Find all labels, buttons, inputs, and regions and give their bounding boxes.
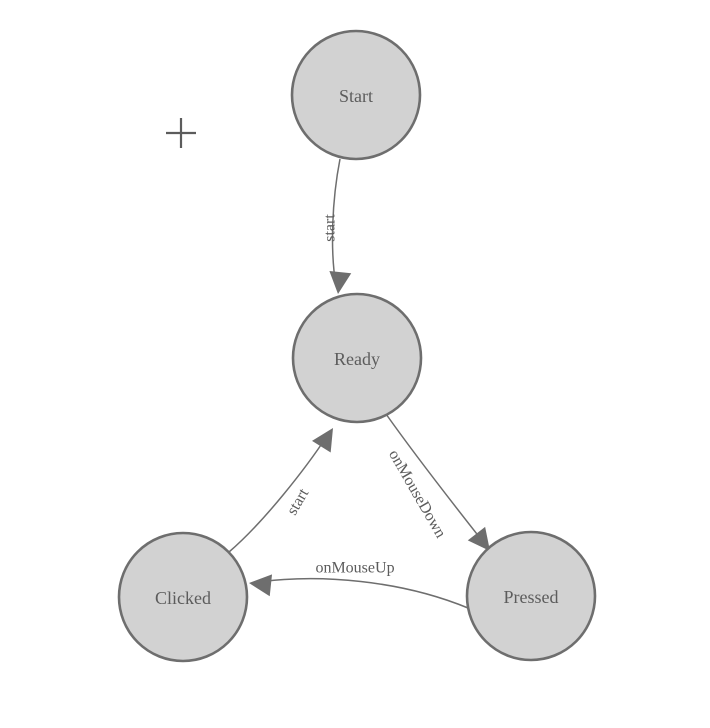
edge-label: start [322, 214, 339, 242]
node-label: Start [339, 86, 373, 106]
edge-label: onMouseUp [315, 560, 394, 577]
arrowhead-icon [329, 270, 352, 294]
arrowhead-icon [467, 526, 490, 551]
node-label: Pressed [504, 587, 559, 607]
edge-clicked-to-ready[interactable]: start [228, 422, 342, 553]
edge-pressed-to-clicked[interactable]: onMouseUp [248, 560, 469, 609]
node-clicked[interactable]: Clicked [117, 531, 249, 663]
crosshair-icon[interactable] [166, 118, 196, 148]
node-pressed[interactable]: Pressed [465, 530, 597, 662]
node-label: Ready [334, 349, 380, 369]
node-start[interactable]: Start [290, 29, 422, 161]
edge-label: onMouseDown [385, 447, 449, 541]
node-shape[interactable] [465, 530, 597, 662]
edge-line [385, 413, 485, 544]
edge-line [228, 435, 328, 553]
node-shape[interactable] [117, 531, 249, 663]
edge-line [257, 577, 469, 609]
node-shape[interactable] [290, 29, 422, 161]
arrowhead-icon [249, 574, 273, 597]
node-shape[interactable] [291, 292, 423, 424]
node-ready[interactable]: Ready [291, 292, 423, 424]
overlay-layer [166, 118, 196, 148]
node-label: Clicked [155, 588, 211, 608]
arrowhead-icon [312, 428, 333, 453]
edge-start-to-ready[interactable]: start [322, 158, 352, 295]
edge-ready-to-pressed[interactable]: onMouseDown [385, 413, 499, 558]
edge-label: start [284, 485, 313, 518]
